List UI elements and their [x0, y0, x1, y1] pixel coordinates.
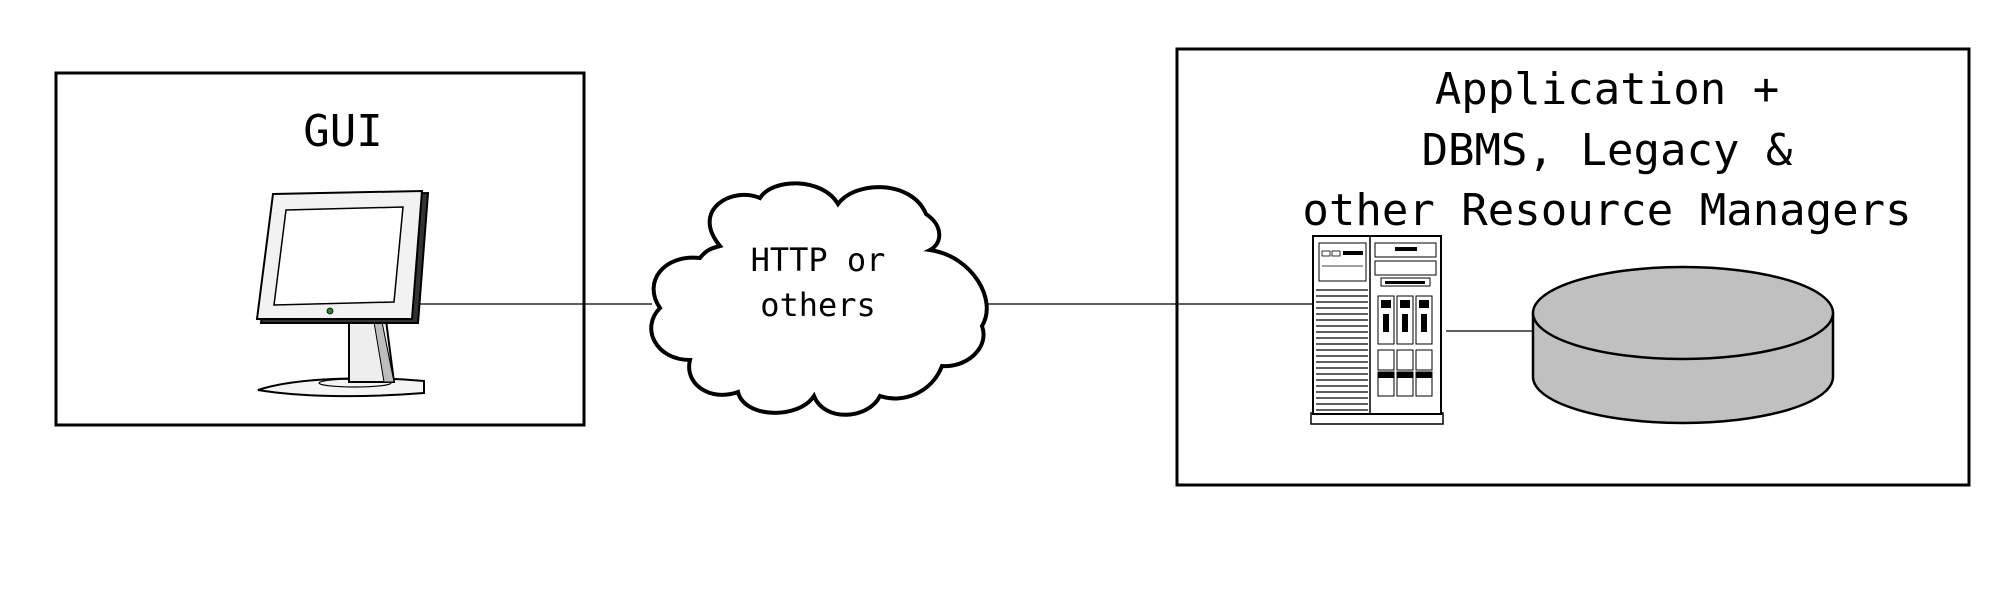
- gui-box: GUI: [54, 71, 586, 427]
- server-tower-icon: [1310, 235, 1444, 425]
- gui-box-frame: [54, 71, 586, 427]
- cloud-label-line2: others: [760, 286, 876, 324]
- database-cylinder-icon: [1531, 265, 1835, 425]
- server-box: Application + DBMS, Legacy & other Resou…: [1175, 47, 1971, 487]
- server-box-frame: [1175, 47, 1971, 487]
- monitor-icon: [255, 189, 430, 398]
- cloud-icon: HTTP or others: [649, 181, 989, 417]
- server-label-line1: Application +: [1435, 64, 1779, 115]
- server-label-line3: other Resource Managers: [1302, 185, 1911, 236]
- server-label-line2: DBMS, Legacy &: [1422, 125, 1793, 176]
- cloud-label-line1: HTTP or: [751, 241, 886, 279]
- gui-label: GUI: [303, 106, 382, 157]
